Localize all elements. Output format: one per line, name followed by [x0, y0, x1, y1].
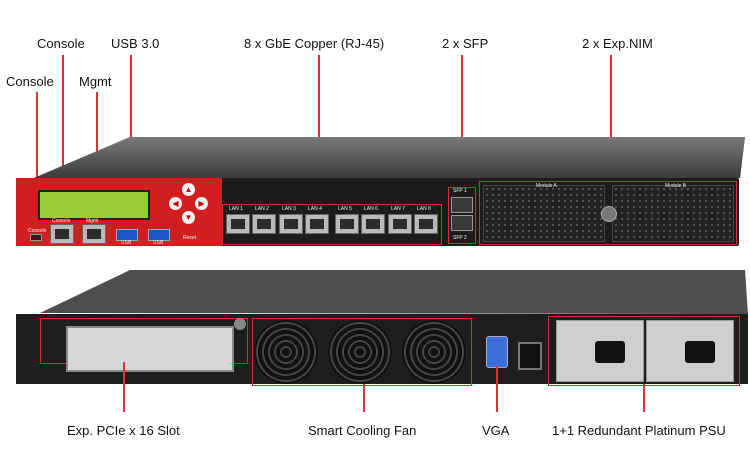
usb-label-2: USB	[153, 240, 164, 246]
nav-up-button[interactable]: ▲	[182, 183, 195, 196]
sfp-label-1: SFP 1	[453, 188, 467, 194]
lan-port-7[interactable]	[388, 214, 412, 234]
nav-left-button[interactable]: ◀	[169, 197, 182, 210]
module-a-slot[interactable]	[483, 185, 605, 242]
label-usb: USB 3.0	[111, 36, 160, 51]
lan-port-8[interactable]	[414, 214, 438, 234]
lan-group-box	[222, 204, 442, 245]
lan-port-6[interactable]	[361, 214, 385, 234]
power-socket-icon	[595, 341, 625, 363]
label-nim: 2 x Exp.NIM	[582, 36, 653, 51]
sfp-label-2: SFP 2	[453, 235, 467, 241]
console-port-label-2: Console	[52, 218, 71, 224]
mgmt-port-label: Mgmt	[86, 218, 99, 224]
callout-line	[318, 55, 320, 205]
sfp-group-box	[448, 187, 476, 244]
lan-label-7: LAN 7	[391, 206, 405, 212]
lan-port-4[interactable]	[305, 214, 329, 234]
callout-line	[643, 384, 645, 412]
label-console-side: Console	[6, 74, 54, 89]
lan-label-6: LAN 6	[364, 206, 378, 212]
fan-1-icon	[254, 320, 318, 384]
power-switch[interactable]	[518, 342, 542, 370]
nav-right-button[interactable]: ▶	[195, 197, 208, 210]
fan-3-icon	[402, 320, 466, 384]
callout-line	[610, 55, 612, 181]
console-port[interactable]	[30, 234, 42, 241]
callout-line	[130, 55, 132, 217]
callout-line	[62, 55, 64, 225]
lan-port-3[interactable]	[279, 214, 303, 234]
psu-1[interactable]	[556, 320, 644, 382]
nim-group-box	[479, 181, 737, 245]
lan-port-5[interactable]	[335, 214, 359, 234]
label-fan: Smart Cooling Fan	[308, 423, 417, 438]
lan-port-1[interactable]	[226, 214, 250, 234]
nav-down-button[interactable]: ▼	[182, 211, 195, 224]
label-mgmt: Mgmt	[79, 74, 112, 89]
reset-label: Reset	[183, 235, 197, 241]
label-pcie: Exp. PCIe x 16 Slot	[67, 423, 180, 438]
usb-label-1: USB	[121, 240, 132, 246]
module-screw-icon	[601, 206, 617, 222]
label-psu: 1+1 Redundant Platinum PSU	[552, 423, 726, 438]
lan-label-4: LAN 4	[308, 206, 322, 212]
callout-line	[496, 366, 498, 412]
sfp-port-2[interactable]	[451, 215, 473, 231]
lan-label-1: LAN 1	[229, 206, 243, 212]
sfp-port-1[interactable]	[451, 197, 473, 213]
console-rj45-port[interactable]	[50, 224, 74, 244]
lcd-display	[38, 190, 150, 220]
lan-label-5: LAN 5	[338, 206, 352, 212]
console-port-label: Console	[28, 228, 47, 234]
callout-line	[363, 384, 365, 412]
callout-line	[36, 92, 38, 242]
callout-line	[461, 55, 463, 185]
label-vga: VGA	[482, 423, 510, 438]
label-sfp: 2 x SFP	[442, 36, 489, 51]
lan-label-8: LAN 8	[417, 206, 431, 212]
lan-port-2[interactable]	[252, 214, 276, 234]
label-console-top: Console	[37, 36, 85, 51]
module-b-label: Module B	[665, 183, 687, 189]
module-b-slot[interactable]	[612, 185, 734, 242]
usb-port-2[interactable]	[148, 229, 170, 241]
lan-label-3: LAN 3	[282, 206, 296, 212]
fan-2-icon	[328, 320, 392, 384]
mgmt-port[interactable]	[82, 224, 106, 244]
module-a-label: Module A	[536, 183, 557, 189]
pcie-slot[interactable]	[66, 326, 234, 372]
callout-line	[123, 362, 125, 412]
psu-2[interactable]	[646, 320, 734, 382]
label-copper: 8 x GbE Copper (RJ-45)	[244, 36, 385, 51]
power-socket-icon	[685, 341, 715, 363]
usb-port-1[interactable]	[116, 229, 138, 241]
vga-port[interactable]	[486, 336, 508, 368]
fan-box	[252, 318, 472, 386]
rear-screw-icon	[234, 318, 246, 330]
lan-label-2: LAN 2	[255, 206, 269, 212]
